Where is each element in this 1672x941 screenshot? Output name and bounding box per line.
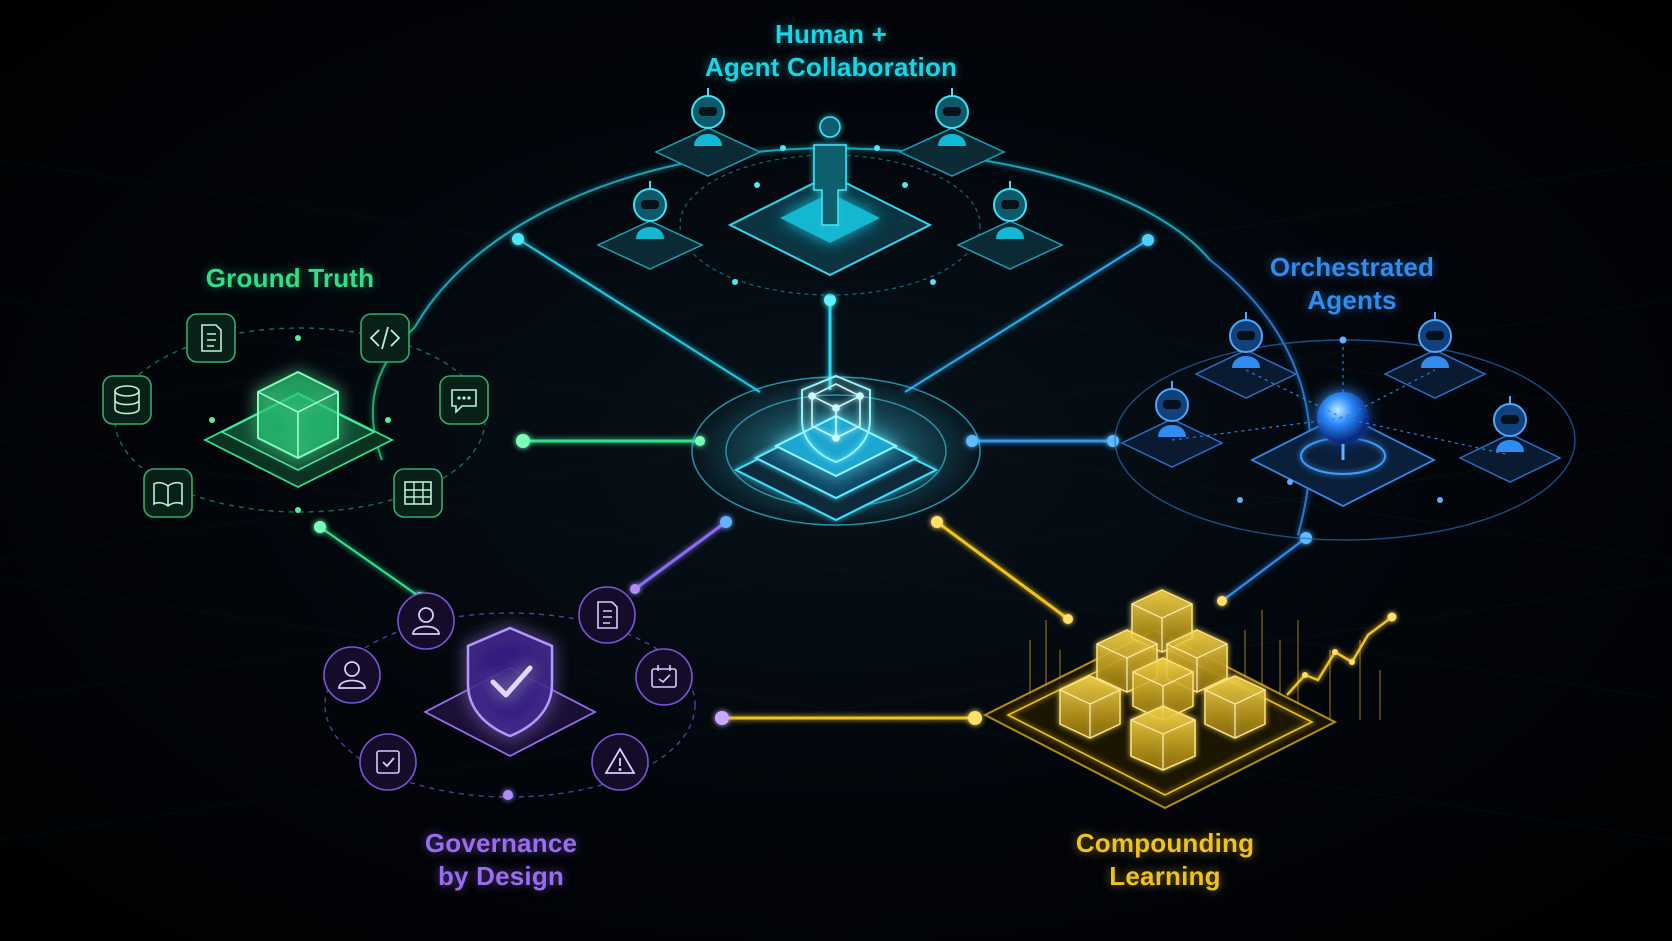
cubes-icon	[1059, 589, 1266, 771]
policy-icon	[635, 648, 693, 706]
robot-icon	[1383, 312, 1487, 399]
learning-cluster	[982, 589, 1397, 810]
central-hub	[686, 373, 986, 529]
warning-icon	[591, 733, 649, 791]
governance-title-line1: Governance	[424, 828, 578, 858]
checkbox-icon	[359, 733, 417, 791]
cube-icon	[257, 370, 339, 460]
orch-dots	[1237, 336, 1443, 503]
table-icon	[393, 468, 443, 518]
robot-icon	[1458, 396, 1562, 483]
shield-check-icon	[466, 626, 554, 738]
orb-icon	[1317, 392, 1369, 460]
collaboration-title-line1: Human +	[775, 19, 887, 49]
robot-icon	[1120, 381, 1224, 468]
orchestrated-cluster	[1114, 312, 1576, 541]
orchestrated-title-line2: Agents	[1307, 285, 1397, 315]
governance-title: Governance by Design	[425, 827, 577, 893]
robot-icon	[654, 88, 762, 177]
document-icon	[186, 313, 236, 363]
orchestrated-agents-title: Orchestrated Agents	[1270, 251, 1434, 317]
ground-truth-cluster	[102, 313, 489, 518]
hub-connectors	[319, 238, 1307, 720]
learning-title: Compounding Learning	[1076, 827, 1254, 893]
learning-title-line2: Learning	[1109, 861, 1221, 891]
human-platform	[727, 116, 933, 277]
trend-chart-icon	[1286, 612, 1397, 696]
person-icon	[813, 116, 847, 226]
ground-truth-title-text: Ground Truth	[205, 263, 375, 293]
robot-icon	[956, 181, 1064, 270]
robot-icon	[898, 88, 1006, 177]
document-icon	[578, 586, 636, 644]
learning-title-line1: Compounding	[1075, 828, 1255, 858]
chat-icon	[439, 375, 489, 425]
book-icon	[143, 468, 193, 518]
ground-truth-title: Ground Truth	[206, 262, 374, 295]
collaboration-cluster	[596, 88, 1064, 296]
orchestrated-title-line1: Orchestrated	[1269, 252, 1435, 282]
user-icon	[397, 592, 455, 650]
robot-icon	[1194, 312, 1298, 399]
cube-icon	[808, 383, 864, 442]
collaboration-title: Human + Agent Collaboration	[705, 18, 957, 84]
ground-dots	[209, 335, 391, 513]
robot-icon	[596, 181, 704, 270]
governance-cluster	[323, 586, 696, 800]
database-icon	[102, 375, 152, 425]
code-icon	[360, 313, 410, 363]
governance-title-line2: by Design	[437, 861, 565, 891]
collab-dots	[732, 145, 936, 285]
collaboration-title-line2: Agent Collaboration	[704, 52, 958, 82]
orchestration-links	[1171, 340, 1511, 456]
shield-icon	[801, 374, 871, 464]
user-icon	[323, 646, 381, 704]
